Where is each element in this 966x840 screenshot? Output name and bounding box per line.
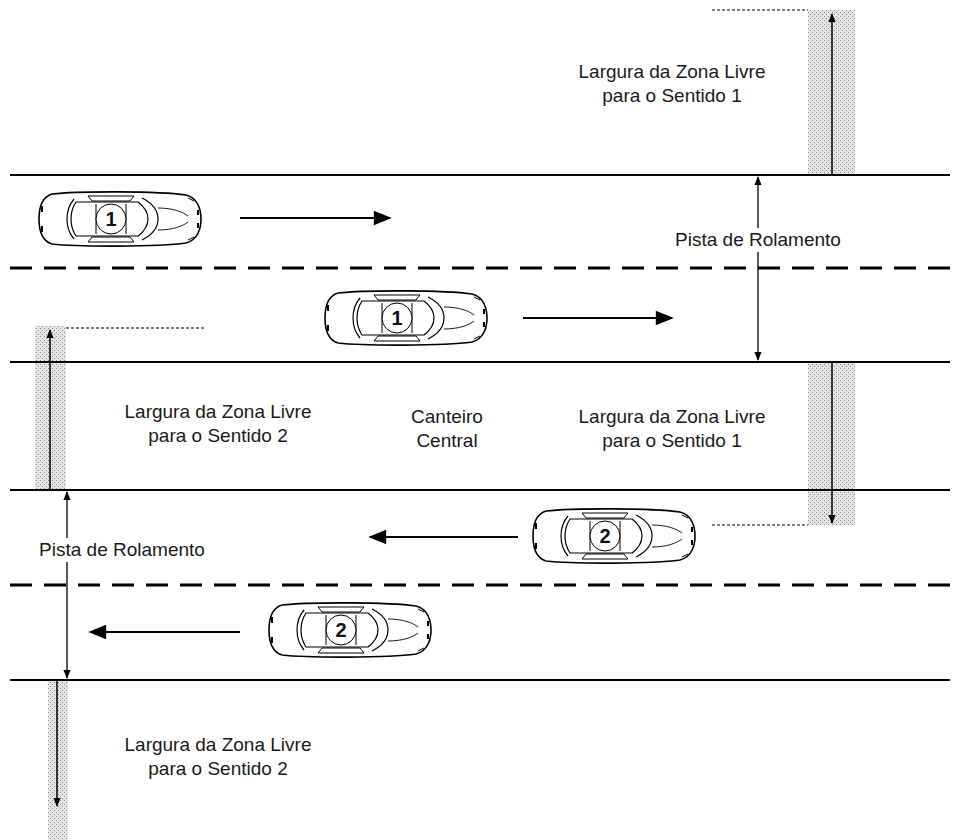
zone-label: Largura da Zona Livre para o Sentido 2 xyxy=(108,733,328,781)
callout-number: 2 xyxy=(599,525,610,547)
zone-label: Largura da Zona Livre para o Sentido 1 xyxy=(562,60,782,108)
dimension-label: Pista de Rolamento xyxy=(672,228,844,252)
median-label: Canteiro Central xyxy=(392,405,502,453)
dimension-label: Pista de Rolamento xyxy=(36,538,208,562)
callout-number: 1 xyxy=(391,307,402,329)
callout-number: 2 xyxy=(335,619,346,641)
zone-label: Largura da Zona Livre para o Sentido 1 xyxy=(562,405,782,453)
zone-label: Largura da Zona Livre para o Sentido 2 xyxy=(108,400,328,448)
callout-number: 1 xyxy=(105,208,116,230)
